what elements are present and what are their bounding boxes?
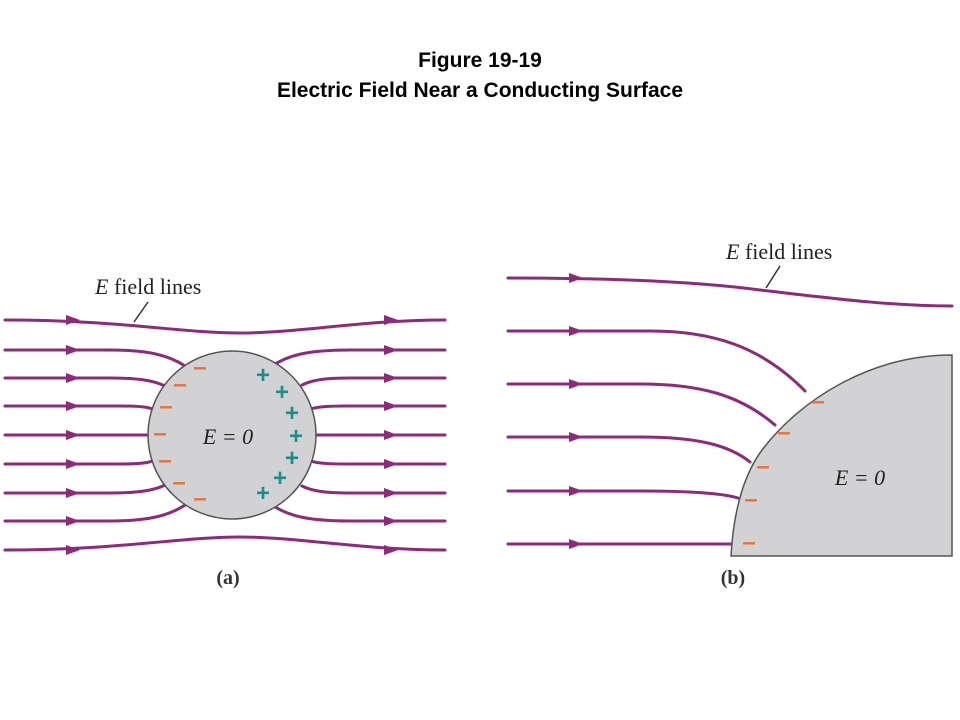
negative-charge: – xyxy=(193,354,206,381)
negative-charge: – xyxy=(777,419,790,446)
field-line xyxy=(3,348,447,368)
field-label-text: field lines xyxy=(108,274,201,299)
figure-title: Electric Field Near a Conducting Surface xyxy=(276,79,684,102)
panel-a-positive-charges: + + + + + + + xyxy=(256,362,303,507)
arrowhead xyxy=(66,430,80,440)
panel-a-field-label: E field lines xyxy=(94,274,201,299)
panel-b-caption: (b) xyxy=(721,567,745,589)
positive-charge: + xyxy=(289,423,303,450)
arrowhead xyxy=(384,315,398,325)
panel-b-label-leader xyxy=(765,265,781,289)
arrowhead xyxy=(384,373,398,383)
arrowhead xyxy=(66,315,80,325)
negative-charge: – xyxy=(172,469,185,496)
arrowhead xyxy=(569,273,583,283)
arrowhead xyxy=(384,545,398,555)
field-line xyxy=(3,503,447,523)
negative-charge: – xyxy=(742,529,755,556)
panel-b: E = 0 – – – – – E field lines (b) xyxy=(506,239,954,589)
negative-charge: – xyxy=(744,486,757,513)
arrowhead xyxy=(384,401,398,411)
panel-b-negative-charges: – – – – – xyxy=(742,388,824,556)
arrowhead xyxy=(384,488,398,498)
panel-b-field-label: E field lines xyxy=(725,239,832,264)
conducting-surface xyxy=(730,354,953,557)
arrowhead xyxy=(66,488,80,498)
negative-charge: – xyxy=(193,485,206,512)
panel-a-caption: (a) xyxy=(216,567,239,589)
arrowhead xyxy=(569,379,583,389)
positive-charge: + xyxy=(256,362,270,389)
arrowhead xyxy=(66,373,80,383)
arrowhead xyxy=(384,430,398,440)
arrowhead xyxy=(384,345,398,355)
negative-charge: – xyxy=(153,420,166,447)
field-line xyxy=(506,329,807,393)
field-label-text: field lines xyxy=(739,239,832,264)
field-label-symbol: E xyxy=(725,239,740,264)
panel-a-negative-charges: – – – – – – – xyxy=(153,354,206,512)
arrowhead xyxy=(66,545,80,555)
field-line xyxy=(506,276,954,308)
negative-charge: – xyxy=(158,447,171,474)
field-line xyxy=(3,404,447,411)
panel-a-arrows xyxy=(66,315,398,555)
positive-charge: + xyxy=(273,465,287,492)
figure-number: Figure 19-19 xyxy=(418,49,542,72)
arrowhead xyxy=(569,486,583,496)
arrowhead xyxy=(66,516,80,526)
field-label-symbol: E xyxy=(94,274,109,299)
negative-charge: – xyxy=(159,393,172,420)
field-line xyxy=(3,376,447,388)
panel-b-arrows xyxy=(569,273,583,549)
field-line xyxy=(506,382,777,427)
arrowhead xyxy=(569,326,583,336)
panel-a-inside-label: E = 0 xyxy=(202,424,253,449)
positive-charge: + xyxy=(285,400,299,427)
panel-a: E = 0 – – – – – – – + + + + + + + E fiel… xyxy=(3,274,447,589)
arrowhead xyxy=(569,432,583,442)
positive-charge: + xyxy=(256,480,270,507)
panel-a-field-lines xyxy=(3,318,447,552)
positive-charge: + xyxy=(285,445,299,472)
panel-b-field-lines xyxy=(506,276,954,546)
arrowhead xyxy=(384,459,398,469)
negative-charge: – xyxy=(811,388,824,415)
arrowhead xyxy=(66,345,80,355)
field-line xyxy=(506,435,752,464)
panel-a-label-leader xyxy=(133,301,149,323)
field-line xyxy=(3,459,447,466)
field-line xyxy=(3,535,447,552)
panel-b-inside-label: E = 0 xyxy=(834,465,885,490)
arrowhead xyxy=(569,539,583,549)
arrowhead xyxy=(66,401,80,411)
arrowhead xyxy=(384,516,398,526)
negative-charge: – xyxy=(756,453,769,480)
conducting-sphere xyxy=(147,350,317,520)
positive-charge: + xyxy=(275,379,289,406)
field-line xyxy=(506,489,740,500)
field-line xyxy=(3,318,447,335)
figure-title-block: Figure 19-19 Electric Field Near a Condu… xyxy=(0,46,960,106)
field-line xyxy=(3,483,447,495)
negative-charge: – xyxy=(173,371,186,398)
arrowhead xyxy=(66,459,80,469)
